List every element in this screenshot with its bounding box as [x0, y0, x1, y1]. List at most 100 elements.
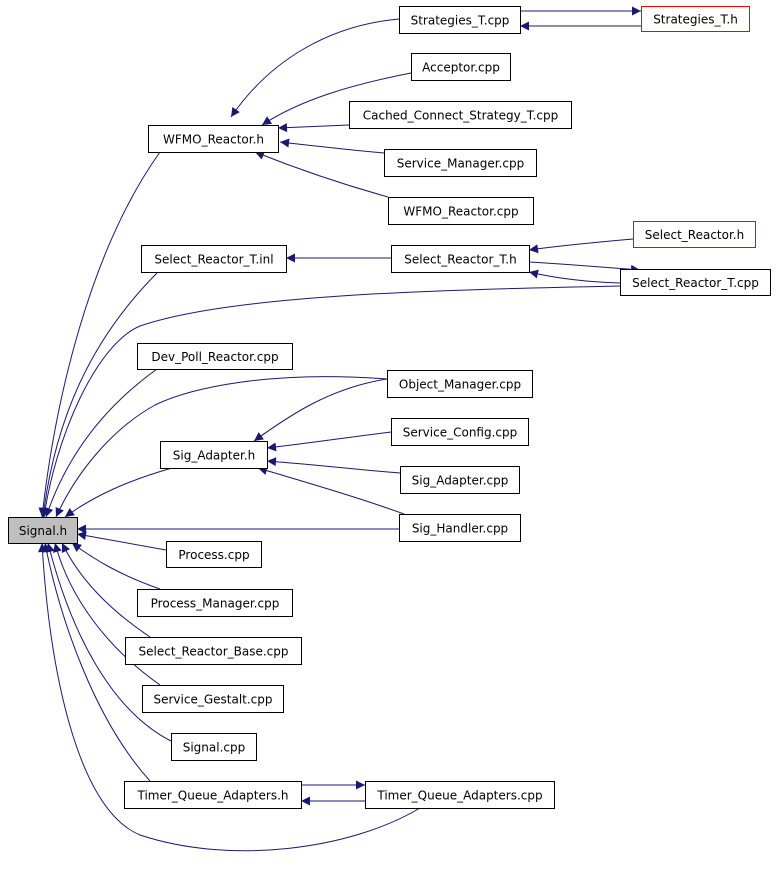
- node-label: Timer_Queue_Adapters.h: [136, 789, 288, 803]
- node-label: Strategies_T.h: [653, 13, 738, 27]
- edge-service-manager-cpp-to-wfmo-reactor-h: [279, 138, 385, 154]
- node-label: Service_Config.cpp: [403, 426, 518, 440]
- edge-object-manager-cpp-to-sig-adapter-h: [253, 378, 388, 442]
- node-label: Select_Reactor_T.cpp: [632, 276, 759, 290]
- node-box: [166, 541, 262, 568]
- node-timer-queue-adapters-h[interactable]: Timer_Queue_Adapters.h: [124, 781, 302, 809]
- node-sig-adapter-h[interactable]: Sig_Adapter.h: [160, 441, 268, 469]
- node-label: Select_Reactor_T.h: [404, 253, 516, 267]
- node-acceptor-cpp[interactable]: Acceptor.cpp: [411, 53, 511, 81]
- node-label: Cached_Connect_Strategy_T.cpp: [363, 109, 559, 123]
- edge-select-reactor-base-cpp-to-signal-h: [61, 542, 151, 638]
- node-label: Select_Reactor_T.inl: [154, 253, 273, 267]
- node-box: [620, 269, 771, 296]
- node-box: [171, 733, 257, 761]
- node-box: [384, 149, 537, 177]
- node-label: Acceptor.cpp: [422, 61, 500, 75]
- node-signal-cpp[interactable]: Signal.cpp: [171, 733, 257, 761]
- edge-select-reactor-t-cpp-to-signal-h: [40, 285, 621, 518]
- node-box: [633, 221, 756, 248]
- edge-select-reactor-t-inl-to-signal-h: [39, 271, 159, 518]
- node-object-manager-cpp[interactable]: Object_Manager.cpp: [387, 370, 533, 398]
- node-select-reactor-t-inl[interactable]: Select_Reactor_T.inl: [141, 245, 287, 273]
- node-label: Sig_Adapter.h: [173, 449, 256, 463]
- node-dev-poll-reactor-cpp[interactable]: Dev_Poll_Reactor.cpp: [137, 343, 293, 370]
- edge-sig-handler-cpp-to-sig-adapter-h: [257, 466, 405, 515]
- node-sig-adapter-cpp[interactable]: Sig_Adapter.cpp: [400, 466, 520, 494]
- node-process-cpp[interactable]: Process.cpp: [166, 541, 262, 568]
- nodes-layer: Signal.h WFMO_Reactor.hSelect_Reactor_T.i…: [8, 6, 771, 809]
- node-label: Signal.h: [19, 524, 67, 538]
- node-label: Select_Reactor.h: [645, 228, 744, 242]
- edge-dev-poll-reactor-cpp-to-signal-h: [44, 368, 158, 518]
- node-box: [365, 781, 555, 809]
- node-select-reactor-base-cpp[interactable]: Select_Reactor_Base.cpp: [125, 637, 302, 665]
- node-box: [391, 418, 529, 446]
- node-box: [387, 370, 533, 398]
- edge-sig-adapter-cpp-to-sig-adapter-h: [266, 457, 401, 474]
- node-label: Strategies_T.cpp: [411, 14, 510, 28]
- node-sig-handler-cpp[interactable]: Sig_Handler.cpp: [399, 514, 521, 542]
- node-strategies-t-cpp[interactable]: Strategies_T.cpp: [399, 6, 521, 34]
- node-process-manager-cpp[interactable]: Process_Manager.cpp: [137, 589, 293, 617]
- node-label: Object_Manager.cpp: [399, 378, 521, 392]
- node-signal-h[interactable]: Signal.h: [8, 517, 78, 544]
- node-box: [148, 125, 279, 153]
- node-label: Sig_Adapter.cpp: [412, 474, 509, 488]
- node-timer-queue-adapters-cpp[interactable]: Timer_Queue_Adapters.cpp: [365, 781, 555, 809]
- node-label: Signal.cpp: [183, 741, 246, 755]
- edge-wfmo-reactor-cpp-to-wfmo-reactor-h: [254, 151, 389, 198]
- node-label: WFMO_Reactor.h: [163, 133, 264, 147]
- node-box: [137, 343, 293, 370]
- node-label: Service_Gestalt.cpp: [153, 693, 272, 707]
- node-box: [641, 6, 750, 32]
- edge-select-reactor-t-h-to-select-reactor-t-cpp: [528, 261, 641, 274]
- node-label: Service_Manager.cpp: [397, 157, 525, 171]
- node-label: Process.cpp: [178, 548, 249, 562]
- node-box: [400, 466, 520, 494]
- node-label: Process_Manager.cpp: [151, 597, 280, 611]
- node-box: [8, 517, 78, 544]
- node-select-reactor-h[interactable]: Select_Reactor.h: [633, 221, 756, 248]
- edge-process-cpp-to-signal-h: [76, 531, 167, 551]
- node-box: [388, 197, 534, 225]
- edge-select-reactor-h-to-select-reactor-t-h: [528, 238, 634, 254]
- node-box: [391, 245, 530, 273]
- edge-select-reactor-t-cpp-to-select-reactor-t-h: [528, 269, 621, 284]
- node-service-manager-cpp[interactable]: Service_Manager.cpp: [384, 149, 537, 177]
- node-service-gestalt-cpp[interactable]: Service_Gestalt.cpp: [142, 685, 284, 713]
- edge-cached-connect-strategy-t-cpp-to-wfmo-reactor-h: [277, 123, 350, 133]
- node-label: WFMO_Reactor.cpp: [403, 205, 518, 219]
- edge-acceptor-cpp-to-wfmo-reactor-h: [261, 72, 412, 126]
- edge-service-config-cpp-to-sig-adapter-h: [266, 431, 392, 452]
- node-label: Select_Reactor_Base.cpp: [139, 645, 289, 659]
- edge-process-manager-cpp-to-signal-h: [71, 542, 161, 590]
- node-box: [142, 685, 284, 713]
- node-label: Dev_Poll_Reactor.cpp: [151, 350, 278, 364]
- edge-wfmo-reactor-h-to-signal-h: [38, 151, 161, 518]
- node-select-reactor-t-h[interactable]: Select_Reactor_T.h: [391, 245, 530, 273]
- node-wfmo-reactor-h[interactable]: WFMO_Reactor.h: [148, 125, 279, 153]
- edges-layer: [38, 6, 641, 852]
- node-box: [399, 6, 521, 34]
- node-box: [125, 637, 302, 665]
- edge-object-manager-cpp-to-signal-h: [55, 376, 388, 518]
- node-box: [160, 441, 268, 469]
- edge-timer-queue-adapters-h-to-signal-h: [42, 542, 151, 782]
- edge-service-gestalt-cpp-to-signal-h: [52, 542, 161, 686]
- node-box: [411, 53, 511, 81]
- node-service-config-cpp[interactable]: Service_Config.cpp: [391, 418, 529, 446]
- node-box: [141, 245, 287, 273]
- node-box: [349, 101, 572, 129]
- node-box: [124, 781, 302, 809]
- node-box: [137, 589, 293, 617]
- edge-signal-cpp-to-signal-h: [45, 542, 172, 742]
- edge-strategies-t-cpp-to-wfmo-reactor-h: [230, 18, 400, 118]
- node-strategies-t-h[interactable]: Strategies_T.h: [641, 6, 750, 32]
- node-cached-connect-strategy-t-cpp[interactable]: Cached_Connect_Strategy_T.cpp: [349, 101, 572, 129]
- node-select-reactor-t-cpp[interactable]: Select_Reactor_T.cpp: [620, 269, 771, 296]
- node-box: [399, 514, 521, 542]
- node-label: Timer_Queue_Adapters.cpp: [376, 789, 542, 803]
- node-wfmo-reactor-cpp[interactable]: WFMO_Reactor.cpp: [388, 197, 534, 225]
